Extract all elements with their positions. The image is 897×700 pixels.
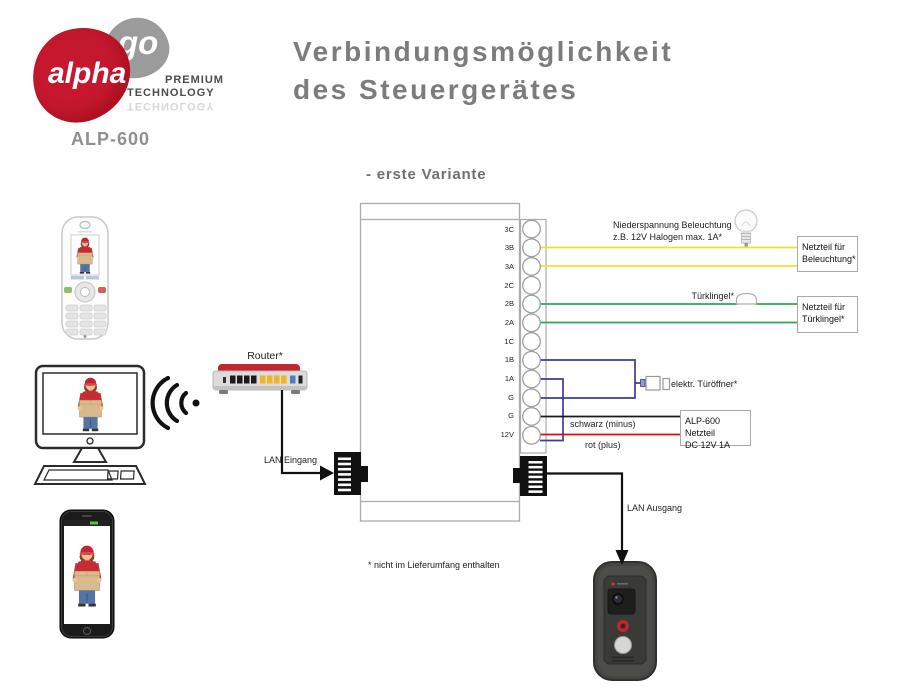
psu-lighting-box: Netzteil für Beleuchtung* bbox=[797, 236, 858, 272]
handset-keypad[interactable] bbox=[65, 304, 107, 336]
phone-home-button[interactable] bbox=[82, 626, 92, 636]
terminal-1a bbox=[522, 369, 541, 389]
terminal-label: 1A bbox=[504, 374, 514, 384]
terminal-circles bbox=[522, 219, 541, 445]
dect-handset-image bbox=[61, 216, 109, 340]
logo-premium-label: PREMIUM bbox=[165, 74, 224, 86]
camera-lens bbox=[612, 593, 624, 605]
router-image bbox=[212, 364, 308, 394]
terminal-label: G bbox=[508, 392, 514, 402]
terminal-label: 12V bbox=[500, 430, 514, 440]
handset-hangup-button[interactable] bbox=[98, 287, 106, 293]
handset-call-button[interactable] bbox=[64, 287, 72, 293]
monitor-stand bbox=[72, 447, 108, 463]
lighting-label-line2: z.B. 12V Halogen max. 1A* bbox=[613, 232, 723, 242]
control-unit-box bbox=[359, 202, 521, 522]
wifi-icon bbox=[150, 375, 200, 431]
logo-model-label: ALP-600 bbox=[71, 129, 151, 149]
lan-input-line bbox=[280, 390, 321, 475]
terminal-label: 1B bbox=[504, 355, 514, 365]
lan-input-arrow bbox=[320, 465, 334, 481]
lighting-label-line1: Niederspannung Beleuchtung bbox=[613, 220, 732, 230]
phone-status-bar bbox=[64, 520, 110, 526]
light-bulb-icon bbox=[734, 209, 758, 247]
router-usb-port bbox=[290, 375, 296, 384]
doorbell-button-icon bbox=[735, 292, 758, 305]
terminal-label: 2B bbox=[504, 299, 514, 309]
lan-output-line bbox=[547, 472, 624, 552]
psu-lighting-line2: Beleuchtung* bbox=[802, 254, 856, 264]
door-station-speaker bbox=[612, 656, 634, 662]
logo-technology-label: TECHNOLOGY bbox=[127, 87, 215, 99]
handset-earpiece bbox=[79, 220, 91, 230]
wire-blue-opener-loop bbox=[536, 359, 636, 399]
psu-lighting-line1: Netzteil für bbox=[802, 242, 846, 252]
red-wire-label: rot (plus) bbox=[585, 440, 621, 450]
logo-alpha-text: alpha bbox=[48, 57, 127, 90]
terminal-1c bbox=[522, 332, 541, 351]
terminal-label: 2C bbox=[504, 280, 514, 290]
battery-icon bbox=[90, 521, 98, 525]
page-title-line2: des Steuergerätes bbox=[293, 74, 579, 105]
psu-alp600-line1: ALP-600 Netzteil bbox=[685, 416, 721, 438]
lan-output-label: LAN Ausgang bbox=[627, 503, 683, 513]
router-lan-ports bbox=[230, 375, 257, 384]
door-station-led bbox=[611, 582, 615, 586]
terminal-3c bbox=[522, 219, 541, 239]
monitor-button bbox=[86, 437, 94, 445]
terminal-labels: 3C 3B 3A 2C 2B 2A 1C 1B 1A G G 12V bbox=[458, 220, 516, 444]
terminal-g1 bbox=[522, 388, 541, 408]
door-station-call-button[interactable] bbox=[614, 636, 632, 654]
wires bbox=[536, 246, 797, 442]
rj45-jack-left bbox=[334, 452, 368, 495]
terminal-2a bbox=[522, 313, 541, 333]
door-opener-label: elektr. Türöffner* bbox=[671, 379, 738, 389]
footnote: * nicht im Lieferumfang enthalten bbox=[368, 560, 500, 570]
phone-earpiece bbox=[82, 515, 92, 517]
psu-alp600-line2: DC 12V 1A bbox=[685, 440, 731, 450]
psu-doorbell-box: Netzteil für Türklingel* bbox=[797, 296, 858, 333]
smartphone-image bbox=[59, 509, 115, 639]
terminal-label: 3A bbox=[504, 262, 514, 272]
lighting-label: Niederspannung Beleuchtung z.B. 12V Halo… bbox=[613, 219, 733, 243]
handset-ok-button[interactable] bbox=[80, 287, 90, 297]
doorbell-label: Türklingel* bbox=[691, 291, 734, 301]
terminal-label: 3B bbox=[504, 243, 514, 253]
black-wire-label: schwarz (minus) bbox=[570, 419, 636, 429]
terminal-label: G bbox=[508, 411, 514, 421]
terminal-2c bbox=[522, 275, 541, 295]
psu-doorbell-line1: Netzteil für bbox=[802, 302, 846, 312]
terminal-g2 bbox=[522, 407, 541, 426]
rj45-jack-right bbox=[513, 456, 547, 496]
variant-subtitle: - erste Variante bbox=[366, 166, 487, 183]
terminal-3b bbox=[522, 238, 541, 258]
wire-blue-jumper-1a-12v bbox=[536, 378, 564, 442]
terminal-label: 3C bbox=[504, 224, 514, 234]
terminal-1b bbox=[522, 350, 541, 370]
page-title-line1: Verbindungsmöglichkeit bbox=[293, 36, 674, 67]
desktop-computer-image bbox=[33, 364, 147, 485]
router-label: Router* bbox=[247, 350, 283, 362]
lan-output-arrow bbox=[615, 550, 629, 565]
terminal-2b bbox=[522, 294, 541, 314]
terminal-label: 1C bbox=[504, 336, 514, 346]
terminal-12v bbox=[522, 425, 541, 445]
door-station-image bbox=[593, 561, 657, 681]
page-title: Verbindungsmöglichkeit des Steuergerätes bbox=[293, 33, 673, 109]
psu-alp600-box: ALP-600 Netzteil DC 12V 1A bbox=[680, 410, 751, 450]
door-opener-icon bbox=[640, 375, 671, 391]
terminal-3a bbox=[522, 257, 541, 276]
psu-doorbell-line2: Türklingel* bbox=[802, 314, 845, 324]
terminal-label: 2A bbox=[504, 318, 514, 328]
router-yellow-ports bbox=[260, 375, 287, 384]
lan-input-label: LAN Eingang bbox=[264, 455, 318, 465]
